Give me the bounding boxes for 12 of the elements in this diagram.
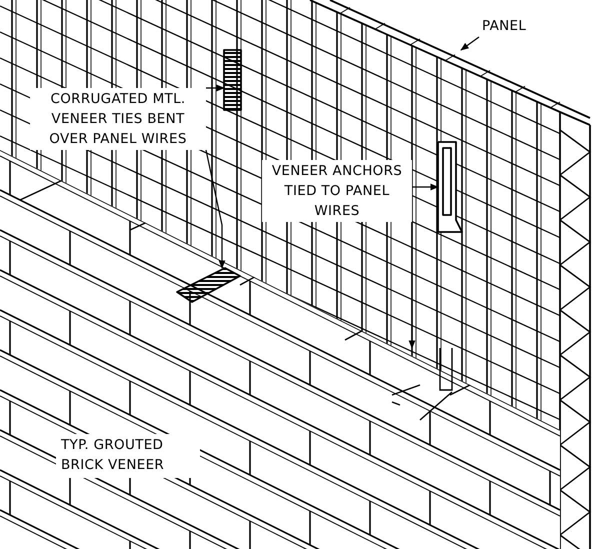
- callout-text: TYP. GROUTED BRICK VENEER: [60, 436, 166, 475]
- leader-line: [408, 222, 416, 349]
- corrugated-tie-drawing: [223, 49, 242, 111]
- veneer-anchor-drawing: [437, 141, 463, 233]
- leader-line: [460, 36, 480, 50]
- leader-line: [412, 184, 439, 190]
- leader-line: [205, 150, 226, 269]
- callout-text: VENEER ANCHORS TIED TO PANEL WIRES: [262, 160, 412, 222]
- veneer-anchor-drawing: [391, 347, 453, 421]
- callout-text: CORRUGATED MTL. VENEER TIES BENT OVER PANEL WIRES: [30, 88, 206, 150]
- leader-line: [206, 84, 225, 92]
- corrugated-tie-drawing: [176, 267, 241, 303]
